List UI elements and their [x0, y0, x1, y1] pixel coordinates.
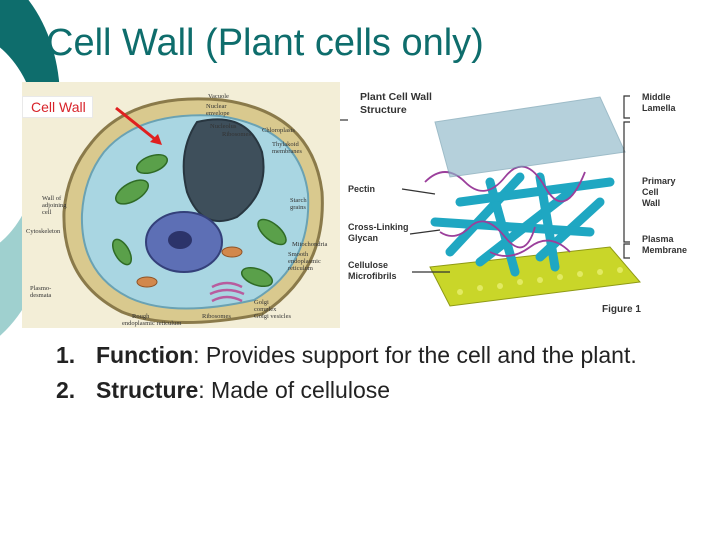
key-points-list: 1. Function: Provides support for the ce…: [56, 340, 696, 410]
point-number: 2.: [56, 377, 76, 403]
svg-text:Ribosomes: Ribosomes: [222, 131, 251, 138]
svg-text:Starch: Starch: [290, 197, 307, 204]
svg-text:cell: cell: [42, 209, 52, 216]
point-term: Function: [96, 342, 194, 368]
point-structure: 2. Structure: Made of cellulose: [56, 375, 696, 406]
cellulose-label-line1: Cellulose: [348, 260, 388, 270]
plant-cell-illustration: Vacuole Nuclear envelope Nucleolus Ribos…: [22, 82, 340, 328]
svg-text:Nucleolus: Nucleolus: [210, 123, 237, 130]
cell-wall-structure-diagram: Plant Cell Wall Structure Pectin Cross-L…: [340, 82, 695, 328]
primary-wall-label-line2: Cell: [642, 187, 659, 197]
svg-text:Smooth: Smooth: [288, 251, 309, 258]
point-function: 1. Function: Provides support for the ce…: [56, 340, 696, 371]
middle-lamella-label-line1: Middle: [642, 92, 671, 102]
figure-label: Figure 1: [602, 304, 641, 315]
plasma-membrane-label-line1: Plasma: [642, 234, 675, 244]
point-text: : Made of cellulose: [198, 377, 391, 403]
svg-text:complex: complex: [254, 306, 277, 313]
svg-text:Plasmo-: Plasmo-: [30, 285, 51, 292]
svg-text:Vacuole: Vacuole: [208, 93, 229, 100]
point-text: : Provides support for the cell and the …: [193, 342, 637, 368]
point-term: Structure: [96, 377, 199, 403]
svg-text:desmata: desmata: [30, 292, 51, 299]
svg-text:Ribosomes: Ribosomes: [202, 313, 231, 320]
svg-text:Golgi vesicles: Golgi vesicles: [254, 313, 291, 320]
svg-text:reticulum: reticulum: [288, 265, 313, 272]
svg-text:grains: grains: [290, 204, 306, 211]
svg-text:adjoining: adjoining: [42, 202, 67, 209]
primary-wall-label-line3: Wall: [642, 198, 660, 208]
glycan-label-line1: Cross-Linking: [348, 222, 409, 232]
svg-text:membranes: membranes: [272, 148, 302, 155]
wall-title-line1: Plant Cell Wall: [360, 91, 432, 103]
cellulose-label-line2: Microfibrils: [348, 271, 397, 281]
svg-text:Golgi: Golgi: [254, 299, 269, 306]
svg-text:Cytoskeleton: Cytoskeleton: [26, 228, 61, 235]
point-number: 1.: [56, 342, 76, 368]
svg-text:Mitochondria: Mitochondria: [292, 241, 327, 248]
wall-title-line2: Structure: [360, 104, 407, 116]
svg-text:Rough: Rough: [132, 313, 150, 320]
middle-lamella-label-line2: Lamella: [642, 103, 677, 113]
svg-text:endoplasmic: endoplasmic: [288, 258, 321, 265]
svg-text:Nuclear: Nuclear: [206, 103, 227, 110]
svg-text:envelope: envelope: [206, 110, 230, 117]
svg-text:Wall of: Wall of: [42, 195, 62, 202]
cell-wall-callout: Cell Wall: [22, 96, 93, 118]
svg-text:Thylakoid: Thylakoid: [272, 141, 299, 148]
svg-text:endoplasmic reticulum: endoplasmic reticulum: [122, 320, 181, 327]
primary-wall-label-line1: Primary: [642, 176, 676, 186]
glycan-label-line2: Glycan: [348, 233, 378, 243]
slide-title: Cell Wall (Plant cells only): [46, 22, 484, 64]
pectin-label: Pectin: [348, 184, 375, 194]
svg-text:Chloroplasts: Chloroplasts: [262, 127, 295, 134]
plasma-membrane-label-line2: Membrane: [642, 245, 687, 255]
